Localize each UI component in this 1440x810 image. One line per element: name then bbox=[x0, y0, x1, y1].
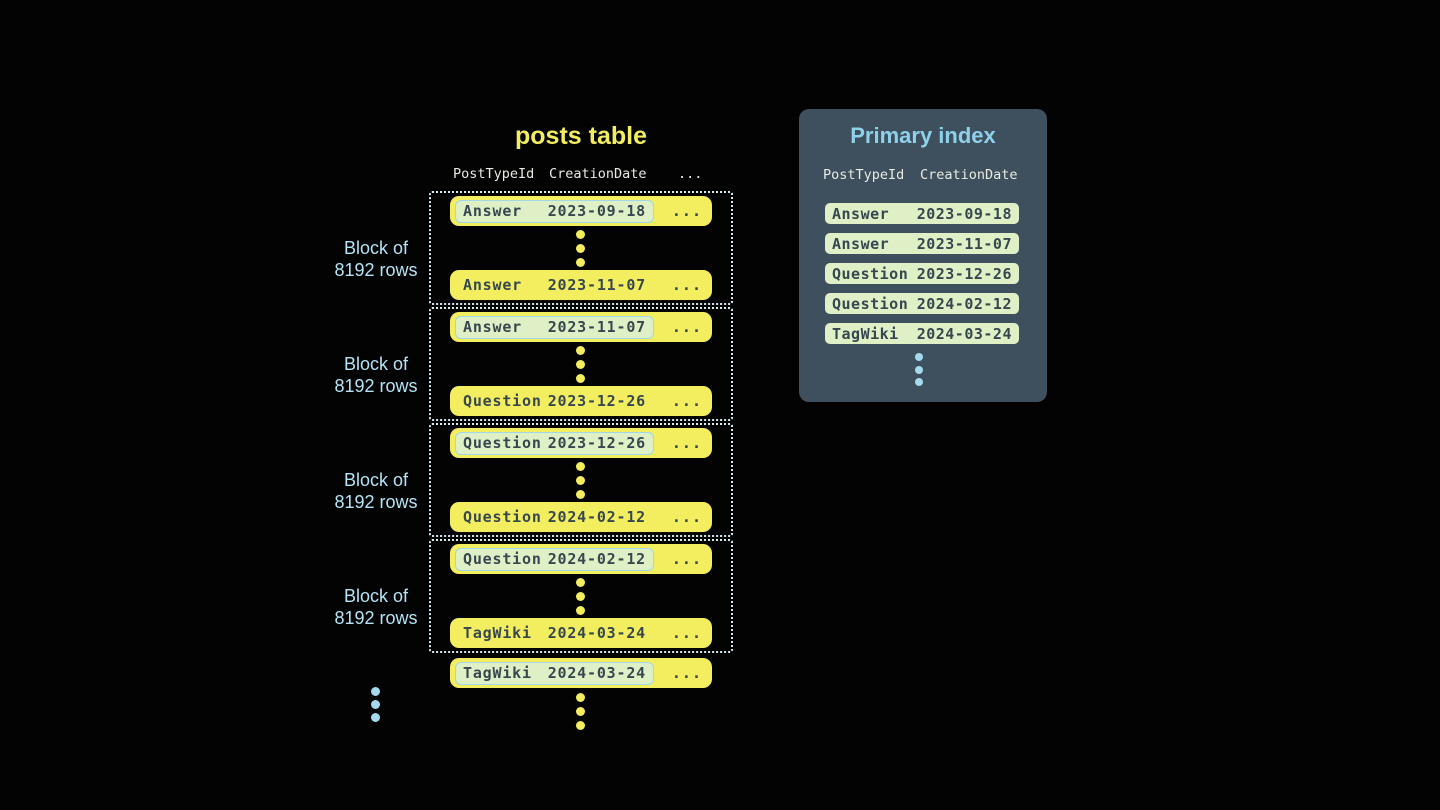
column-header-creationdate: CreationDate bbox=[549, 166, 647, 182]
index-entry: Answer 2023-09-18 bbox=[825, 203, 1019, 224]
row-creationdate: 2023-12-26 bbox=[547, 392, 646, 410]
index-entry: Question 2024-02-12 bbox=[825, 293, 1019, 314]
row-more-columns: ... bbox=[671, 276, 702, 294]
row-creationdate: 2023-12-26 bbox=[916, 264, 1012, 283]
index-mark-highlight: Answer 2023-11-07 bbox=[455, 315, 654, 339]
row-posttypeid: Question bbox=[463, 434, 542, 452]
posts-table-title: posts table bbox=[515, 122, 647, 150]
table-row: Question 2023-12-26 ... bbox=[450, 428, 712, 458]
row-more-columns: ... bbox=[671, 202, 702, 220]
column-header-creationdate: CreationDate bbox=[920, 167, 1018, 183]
row-posttypeid: Answer bbox=[463, 202, 522, 220]
row-more-columns: ... bbox=[671, 392, 702, 410]
row-creationdate: 2023-11-07 bbox=[547, 318, 646, 336]
row-posttypeid: TagWiki bbox=[463, 664, 532, 682]
row-more-columns: ... bbox=[671, 508, 702, 526]
block-label-4: Block of 8192 rows bbox=[311, 585, 441, 629]
block-label-1: Block of 8192 rows bbox=[311, 237, 441, 281]
row-creationdate: 2023-09-18 bbox=[547, 202, 646, 220]
row-creationdate: 2023-11-07 bbox=[916, 234, 1012, 253]
row-more-columns: ... bbox=[671, 624, 702, 642]
posts-block-2: Answer 2023-11-07 ... Question 2023-12-2… bbox=[429, 307, 733, 421]
row-creationdate: 2024-03-24 bbox=[547, 664, 646, 682]
row-values: Answer 2023-11-07 bbox=[455, 274, 654, 297]
block-label-3: Block of 8192 rows bbox=[311, 469, 441, 513]
row-posttypeid: Answer bbox=[832, 204, 890, 223]
vertical-ellipsis-icon bbox=[371, 687, 380, 722]
index-mark-highlight: TagWiki 2024-03-24 bbox=[455, 661, 654, 685]
block-label-line1: Block of bbox=[343, 470, 409, 490]
index-mark-highlight: Answer 2023-09-18 bbox=[455, 199, 654, 223]
index-mark-highlight: Question 2024-02-12 bbox=[455, 547, 654, 571]
block-label-2: Block of 8192 rows bbox=[311, 353, 441, 397]
column-header-posttypeid: PostTypeId bbox=[453, 166, 535, 182]
vertical-ellipsis-icon bbox=[576, 578, 585, 615]
row-posttypeid: Question bbox=[832, 264, 909, 283]
row-more-columns: ... bbox=[671, 434, 702, 452]
block-label-line1: Block of bbox=[343, 586, 409, 606]
block-label-line1: Block of bbox=[343, 354, 409, 374]
row-creationdate: 2024-03-24 bbox=[547, 624, 646, 642]
table-row: Question 2023-12-26 ... bbox=[450, 386, 712, 416]
block-label-line1: Block of bbox=[343, 238, 409, 258]
primary-index-title: Primary index bbox=[850, 123, 996, 148]
index-mark-highlight: Question 2023-12-26 bbox=[455, 431, 654, 455]
table-row: Answer 2023-11-07 ... bbox=[450, 270, 712, 300]
table-row: Answer 2023-09-18 ... bbox=[450, 196, 712, 226]
row-posttypeid: Answer bbox=[463, 318, 522, 336]
table-row-trailing: TagWiki 2024-03-24 ... bbox=[450, 658, 712, 688]
column-header-posttypeid: PostTypeId bbox=[823, 167, 905, 183]
index-entry: Answer 2023-11-07 bbox=[825, 233, 1019, 254]
row-posttypeid: Answer bbox=[832, 234, 890, 253]
table-row: Question 2024-02-12 ... bbox=[450, 502, 712, 532]
row-values: Question 2024-02-12 bbox=[455, 506, 654, 529]
row-creationdate: 2023-11-07 bbox=[547, 276, 646, 294]
table-row: TagWiki 2024-03-24 ... bbox=[450, 618, 712, 648]
row-posttypeid: Question bbox=[463, 392, 542, 410]
table-row: Question 2024-02-12 ... bbox=[450, 544, 712, 574]
block-label-line2: 8192 rows bbox=[334, 260, 418, 280]
row-creationdate: 2023-09-18 bbox=[916, 204, 1012, 223]
row-posttypeid: Question bbox=[463, 508, 542, 526]
vertical-ellipsis-icon bbox=[915, 353, 923, 386]
index-entry: TagWiki 2024-03-24 bbox=[825, 323, 1019, 344]
vertical-ellipsis-icon bbox=[576, 346, 585, 383]
vertical-ellipsis-icon bbox=[576, 462, 585, 499]
row-more-columns: ... bbox=[671, 550, 702, 568]
row-values: TagWiki 2024-03-24 bbox=[455, 622, 654, 645]
table-row: Answer 2023-11-07 ... bbox=[450, 312, 712, 342]
vertical-ellipsis-icon bbox=[576, 230, 585, 267]
primary-index-panel: Primary index PostTypeId CreationDate An… bbox=[799, 109, 1047, 402]
row-creationdate: 2024-02-12 bbox=[916, 294, 1012, 313]
row-posttypeid: TagWiki bbox=[463, 624, 532, 642]
posts-block-3: Question 2023-12-26 ... Question 2024-02… bbox=[429, 423, 733, 537]
row-creationdate: 2024-03-24 bbox=[916, 324, 1012, 343]
row-creationdate: 2024-02-12 bbox=[547, 550, 646, 568]
block-label-line2: 8192 rows bbox=[334, 376, 418, 396]
row-posttypeid: Answer bbox=[463, 276, 522, 294]
row-more-columns: ... bbox=[671, 318, 702, 336]
row-values: Question 2023-12-26 bbox=[455, 390, 654, 413]
vertical-ellipsis-icon bbox=[576, 693, 585, 730]
row-creationdate: 2023-12-26 bbox=[547, 434, 646, 452]
row-posttypeid: Question bbox=[832, 294, 909, 313]
index-entry: Question 2023-12-26 bbox=[825, 263, 1019, 284]
block-label-line2: 8192 rows bbox=[334, 492, 418, 512]
row-more-columns: ... bbox=[671, 664, 702, 682]
posts-block-1: Answer 2023-09-18 ... Answer 2023-11-07 … bbox=[429, 191, 733, 305]
row-posttypeid: Question bbox=[463, 550, 542, 568]
posts-block-4: Question 2024-02-12 ... TagWiki 2024-03-… bbox=[429, 539, 733, 653]
row-creationdate: 2024-02-12 bbox=[547, 508, 646, 526]
column-header-more: ... bbox=[678, 166, 703, 182]
block-label-line2: 8192 rows bbox=[334, 608, 418, 628]
row-posttypeid: TagWiki bbox=[832, 324, 899, 343]
